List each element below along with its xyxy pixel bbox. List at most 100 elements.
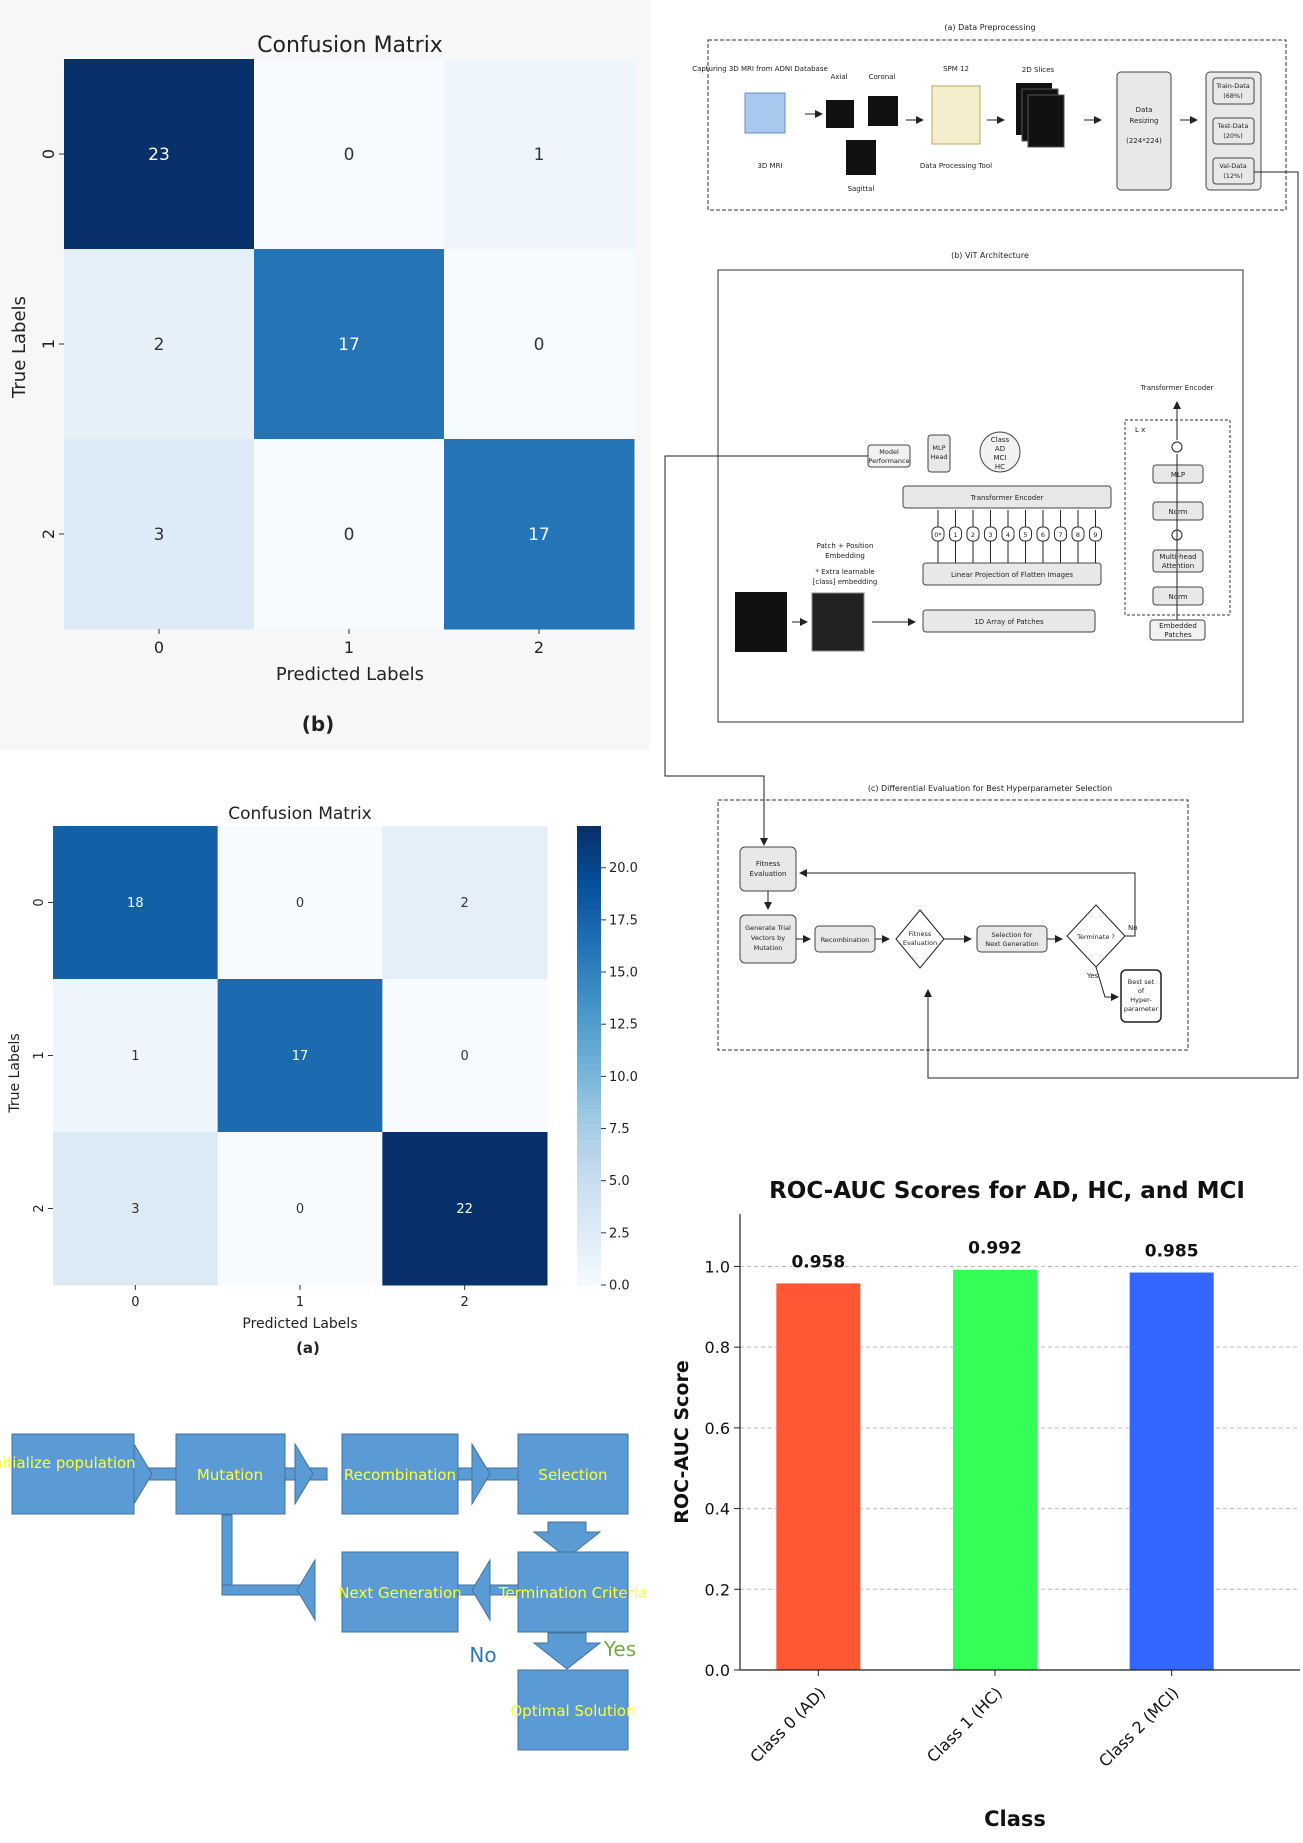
bar: [1129, 1272, 1214, 1670]
token-label: 3: [988, 531, 992, 539]
test-label: (20%): [1223, 132, 1243, 140]
x-tick-label: Class 1 (HC): [923, 1683, 1006, 1766]
colorbar-segment: [577, 979, 601, 988]
colorbar-segment: [577, 1109, 601, 1118]
y-tick-label: 0.4: [705, 1500, 730, 1519]
colorbar-segment: [577, 1040, 601, 1049]
colorbar-segment: [577, 1177, 601, 1187]
colorbar-segment: [577, 1277, 601, 1286]
spm-tool-image: [931, 85, 981, 145]
colorbar-segment: [577, 1124, 601, 1133]
x-axis-label: Predicted Labels: [276, 664, 424, 685]
colorbar-segment: [577, 940, 601, 949]
colorbar-segment: [577, 1047, 601, 1057]
bar: [953, 1269, 1037, 1670]
selection-box: [976, 925, 1048, 953]
fitness-label: Evaluation: [750, 870, 787, 878]
colorbar-segment: [577, 1200, 601, 1210]
val-label: (12%): [1223, 172, 1243, 180]
mri-3d-image: [744, 92, 786, 134]
embedded-label: Embedded: [1159, 622, 1197, 630]
bar-value-label: 0.985: [1145, 1242, 1199, 1262]
colorbar-segment: [577, 1162, 601, 1171]
colorbar-segment: [577, 833, 601, 842]
arrow-left-shape: [471, 1558, 491, 1622]
colorbar-segment: [577, 1093, 601, 1102]
cell-value-label: 0: [296, 1202, 304, 1217]
chart-title: ROC-AUC Scores for AD, HC, and MCI: [769, 1178, 1245, 1204]
heatmap-cell: [53, 1132, 219, 1286]
mha-label: Attention: [1162, 562, 1194, 570]
linear-projection-label: Linear Projection of Flatten Images: [951, 571, 1073, 579]
architecture-diagram: (a) Data Preprocessing Capturing 3D MRI …: [664, 23, 1299, 1079]
y-tick-label: 1: [39, 339, 58, 349]
colorbar-tick-label: 7.5: [609, 1122, 630, 1137]
colorbar-segment: [577, 1009, 601, 1018]
no-loop-connector: [799, 869, 1136, 937]
colorbar-tick-label: 15.0: [609, 966, 638, 981]
arrow-down-shape: [532, 1632, 602, 1670]
flow-label-termination: Termination Criteria: [498, 1584, 647, 1602]
colorbar-segment: [577, 1185, 601, 1194]
colorbar-segment: [577, 1024, 601, 1034]
cell-value-label: 1: [131, 1049, 139, 1064]
colorbar-segment: [577, 1101, 601, 1110]
transformer-encoder-box: [902, 485, 1112, 509]
coronal-label: Coronal: [869, 73, 896, 81]
heatmap-cell: [64, 249, 255, 440]
section-b-frame: [717, 269, 1244, 723]
cell-value-label: 3: [131, 1202, 139, 1217]
no-label: No: [1128, 924, 1138, 932]
flow-label: Initialize population: [0, 1454, 136, 1472]
x-tick-label: 2: [461, 1295, 469, 1310]
patch-grid-image: [811, 592, 865, 652]
model-perf-label: Performance: [868, 457, 909, 465]
token-label: 5: [1023, 531, 1027, 539]
colorbar-segment: [577, 1269, 601, 1278]
trial-label: Generate Trial: [745, 924, 791, 932]
slice-stack-image: [1027, 94, 1065, 148]
colorbar-segment: [577, 1070, 601, 1080]
colorbar-segment: [577, 1246, 601, 1255]
colorbar-segment: [577, 1239, 601, 1248]
input-mri-image: [735, 592, 787, 652]
colorbar-tick-label: 17.5: [609, 913, 638, 928]
x-tick-label: Class 0 (AD): [746, 1683, 829, 1766]
section-a-title: (a) Data Preprocessing: [944, 23, 1035, 32]
colorbar-segment: [577, 887, 601, 896]
colorbar-tick-label: 5.0: [609, 1174, 630, 1189]
add-node: [1171, 441, 1183, 453]
slices-label: 2D Slices: [1022, 66, 1055, 74]
colorbar-tick-label: 20.0: [609, 861, 638, 876]
selection-label: Selection for: [992, 931, 1033, 939]
y-tick-label: 1.0: [705, 1257, 730, 1276]
cell-value-label: 0: [534, 335, 545, 355]
colorbar-segment: [577, 933, 601, 942]
cell-value-label: 1: [534, 145, 545, 165]
val-label: Val-Data: [1219, 162, 1247, 170]
class-label: Class: [991, 436, 1010, 444]
x-tick-label: 2: [534, 638, 544, 657]
flow-label-init: Initialize population: [0, 1454, 136, 1472]
y-tick-label: 0: [32, 898, 47, 906]
colorbar-segment: [577, 856, 601, 865]
colorbar-segment: [577, 1139, 601, 1148]
connector-bar: [221, 1514, 233, 1594]
token-label: 8: [1076, 531, 1080, 539]
mha-label: Multi-head: [1159, 553, 1196, 561]
best-hyperparameter-box: [1120, 969, 1162, 1023]
colorbar-segment: [577, 1208, 601, 1217]
y-axis-label: True Labels: [7, 1033, 23, 1113]
resize-label: Resizing: [1130, 117, 1159, 125]
patch-array-box: [922, 609, 1096, 633]
fitness-decision-diamond: [895, 909, 945, 969]
test-label: Test-Data: [1217, 122, 1249, 130]
colorbar-segment: [577, 894, 601, 904]
capture-label: Capturing 3D MRI from ADNI Database: [692, 65, 828, 73]
heatmap-cell: [444, 249, 635, 440]
x-tick-labels: Class 0 (AD)Class 1 (HC)Class 2 (MCI): [746, 1670, 1182, 1771]
token-label: 7: [1058, 531, 1062, 539]
y-tick-label: 2: [39, 529, 58, 539]
